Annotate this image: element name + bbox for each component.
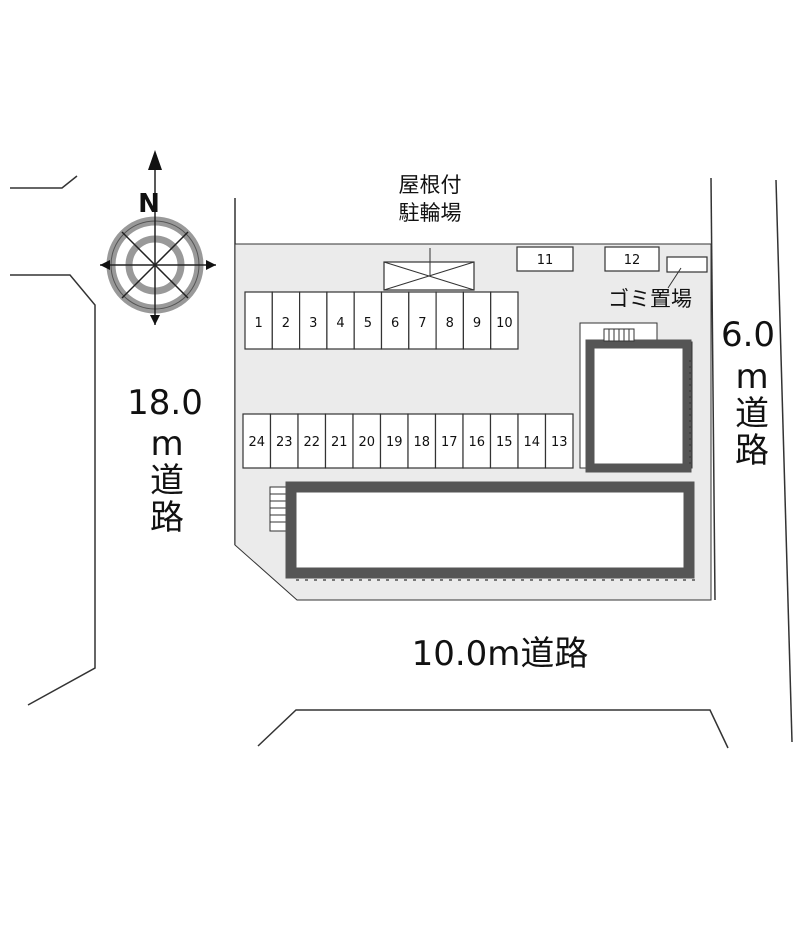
parking-slot-1 [244, 291, 273, 350]
east-road-label: 6.0 m 道 路 [721, 315, 775, 471]
building-main-wall [285, 481, 695, 579]
west-road-width: 18.0 [127, 383, 203, 423]
parking-slot-11 [516, 246, 574, 272]
compass-rose-icon: N [100, 150, 216, 325]
parking-slot-23-label: 23 [276, 435, 293, 450]
parking-slot-20-label: 20 [358, 435, 375, 450]
west-road-edge-main [10, 274, 96, 706]
parking-slot-4 [326, 291, 355, 350]
parking-row-bottom: 24 23 22 21 20 19 18 17 16 15 14 13 [242, 413, 574, 469]
parking-slot-21-label: 21 [331, 435, 348, 450]
parking-slot-18-label: 18 [413, 435, 430, 450]
parking-slot-5-label: 5 [364, 316, 372, 331]
parking-slot-12-label: 12 [624, 253, 641, 268]
east-road-edge-west [710, 177, 716, 601]
parking-slot-23 [269, 413, 299, 469]
parking-slot-24-label: 24 [248, 435, 265, 450]
parking-slot-24 [242, 413, 272, 469]
bike-parking-label-line1: 屋根付 [399, 173, 462, 197]
parking-slot-1-label: 1 [255, 316, 263, 331]
parking-slot-7 [408, 291, 437, 350]
garbage-area: ゴミ置場 [608, 256, 708, 311]
parking-slot-6-label: 6 [391, 316, 399, 331]
garbage-box [666, 256, 708, 273]
parking-slot-13 [544, 413, 574, 469]
parking-row-top: 1 2 3 4 5 6 7 8 9 10 [244, 291, 519, 350]
parking-slot-16-label: 16 [468, 435, 485, 450]
east-road-char1: 道 [735, 394, 769, 434]
parking-slot-19 [379, 413, 409, 469]
parking-slot-19-label: 19 [386, 435, 403, 450]
parking-slot-9-label: 9 [473, 316, 481, 331]
parking-slot-5 [353, 291, 383, 350]
separate-parking: 11 12 [516, 246, 660, 272]
parking-slot-18 [407, 413, 437, 469]
parking-slot-20 [352, 413, 382, 469]
west-road-label: 18.0 m 道 路 [127, 383, 203, 538]
east-road-width: 6.0 [721, 315, 775, 355]
parking-slot-14 [517, 413, 547, 469]
parking-slot-22-label: 22 [303, 435, 320, 450]
garbage-label: ゴミ置場 [608, 287, 692, 311]
parking-slot-8-label: 8 [446, 316, 454, 331]
parking-slot-10 [490, 291, 519, 350]
east-road-edge-east [775, 179, 793, 743]
garbage-leader [667, 267, 682, 289]
parking-slot-16 [462, 413, 492, 469]
building-small [579, 322, 693, 473]
parking-slot-15-label: 15 [496, 435, 513, 450]
building-small-footprint [579, 322, 693, 469]
building-main [269, 481, 698, 581]
parking-slot-15 [489, 413, 519, 469]
building-small-wall [585, 339, 692, 473]
parking-slot-11-label: 11 [537, 253, 554, 268]
south-road-edge [257, 709, 729, 749]
parking-slot-7-label: 7 [418, 316, 426, 331]
parking-slot-4-label: 4 [336, 316, 344, 331]
parking-slot-3 [299, 291, 328, 350]
west-road-edge-top [10, 175, 78, 189]
west-road-char2: 路 [150, 498, 184, 538]
parking-slot-10-label: 10 [496, 316, 513, 331]
parking-slot-2-label: 2 [282, 316, 290, 331]
covered-bike-parking: 屋根付 駐輪場 [383, 173, 475, 291]
parking-slot-13-label: 13 [551, 435, 568, 450]
east-road-char2: 路 [735, 431, 769, 471]
west-road-unit: m [150, 424, 183, 464]
parking-slot-14-label: 14 [523, 435, 540, 450]
parking-slot-3-label: 3 [309, 316, 317, 331]
south-road-label: 10.0m道路 [412, 634, 589, 674]
east-road-unit: m [735, 357, 768, 397]
parking-slot-12 [604, 246, 660, 272]
bike-parking-label-line2: 駐輪場 [399, 201, 462, 225]
parking-slot-17-label: 17 [441, 435, 458, 450]
parking-slot-9 [462, 291, 492, 350]
compass-north-label: N [138, 189, 160, 219]
west-road-char1: 道 [150, 461, 184, 501]
